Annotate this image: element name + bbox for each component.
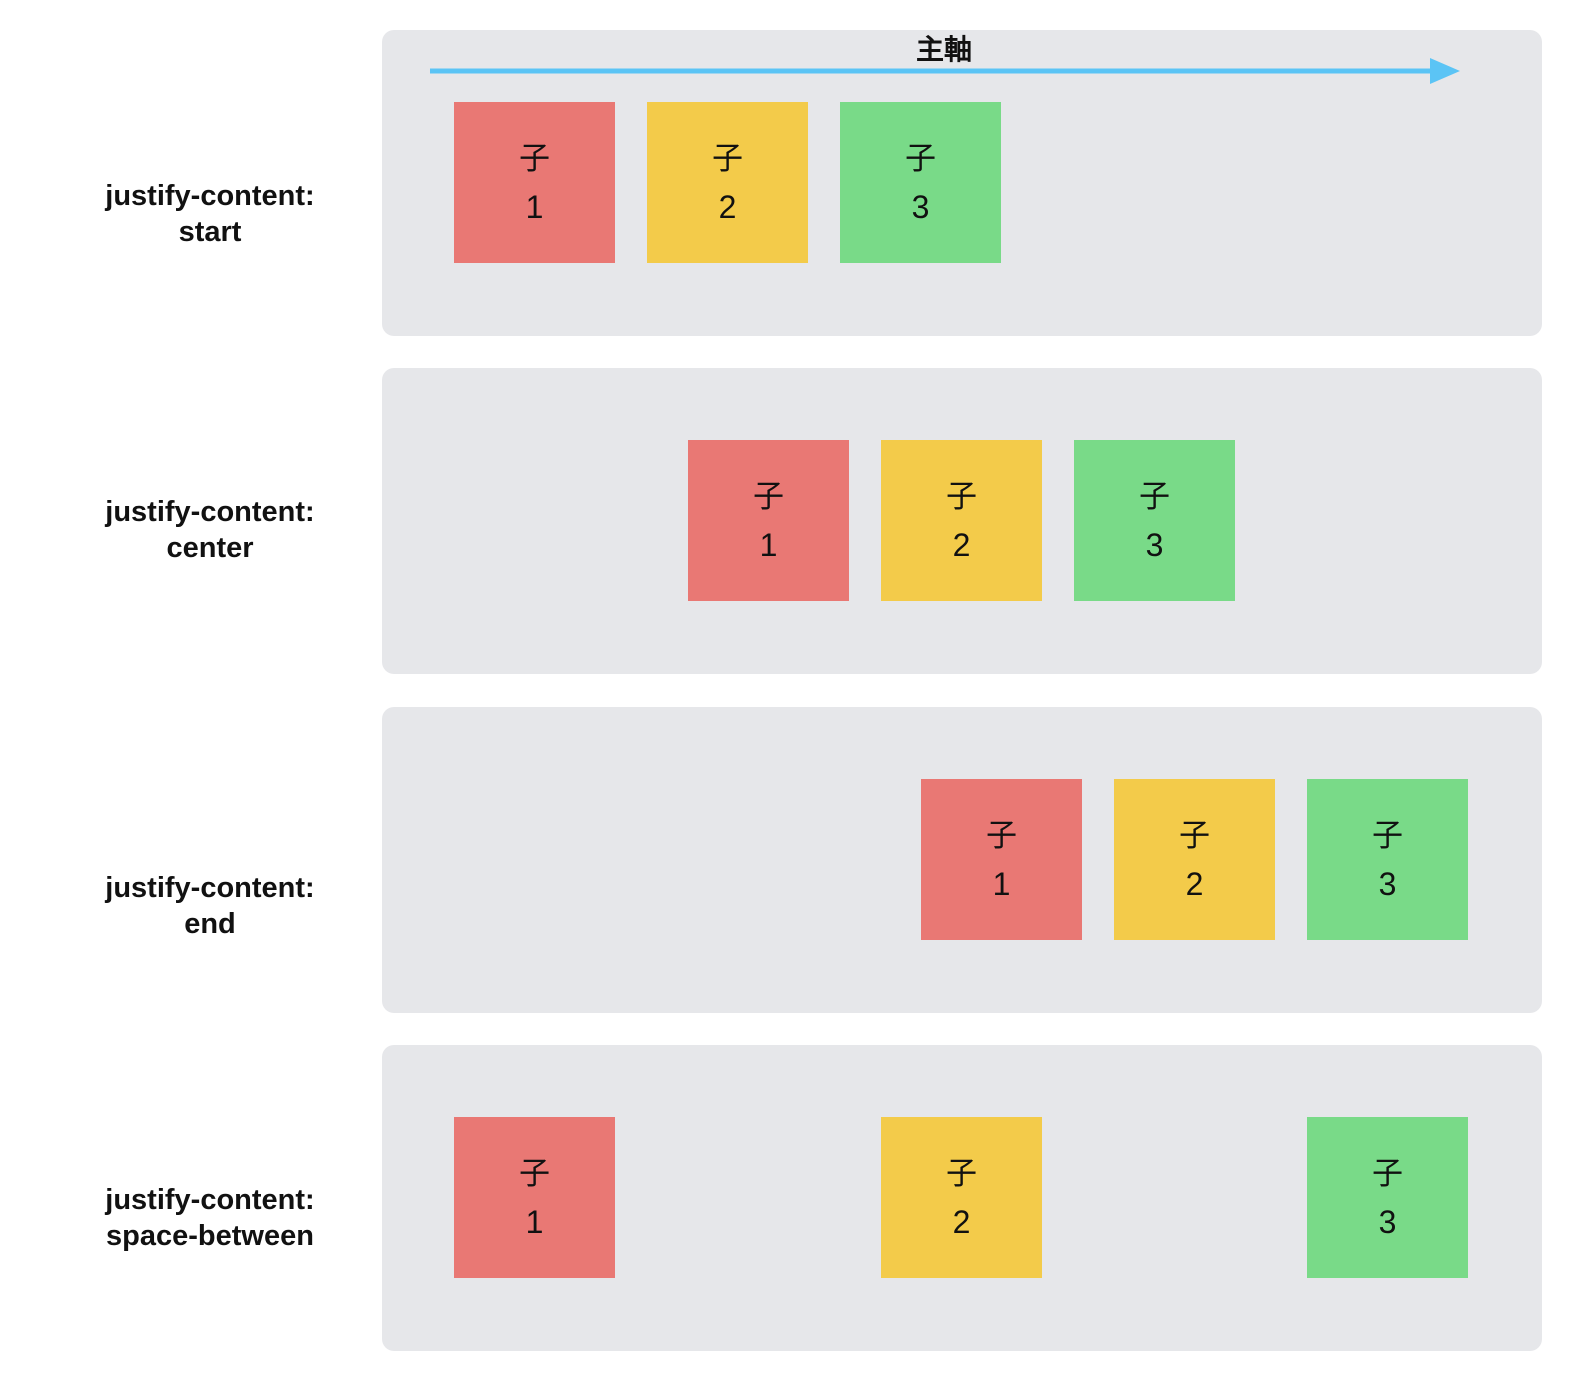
child-box-1: 子 1	[454, 1117, 615, 1278]
child-label: 子	[1372, 1155, 1403, 1192]
child-number: 3	[1378, 1203, 1397, 1240]
row-label-property: justify-content:	[105, 1184, 315, 1216]
child-number: 2	[1185, 865, 1204, 902]
child-box-3: 子 3	[1307, 1117, 1468, 1278]
child-label: 子	[519, 1155, 550, 1192]
child-label: 子	[946, 1155, 977, 1192]
flex-container-end: 子 1 子 2 子 3	[382, 707, 1542, 1013]
row-label-start: justify-content: start	[40, 178, 380, 250]
child-number: 3	[911, 188, 930, 225]
child-box-2: 子 2	[1114, 779, 1275, 940]
child-label: 子	[1179, 817, 1210, 854]
row-label-value: space-between	[106, 1220, 314, 1252]
flex-container-space-between: 子 1 子 2 子 3	[382, 1045, 1542, 1351]
child-box-3: 子 3	[1074, 440, 1235, 601]
row-label-property: justify-content:	[105, 496, 315, 528]
child-number: 3	[1145, 526, 1164, 563]
child-number: 1	[525, 1203, 544, 1240]
child-box-2: 子 2	[881, 1117, 1042, 1278]
main-axis-arrow-icon	[430, 58, 1460, 84]
child-label: 子	[712, 140, 743, 177]
row-label-value: end	[184, 908, 236, 940]
child-number: 3	[1378, 865, 1397, 902]
child-box-2: 子 2	[881, 440, 1042, 601]
child-number: 2	[718, 188, 737, 225]
child-box-1: 子 1	[921, 779, 1082, 940]
child-box-3: 子 3	[1307, 779, 1468, 940]
child-label: 子	[753, 478, 784, 515]
child-box-1: 子 1	[688, 440, 849, 601]
row-label-value: center	[166, 532, 254, 564]
child-label: 子	[986, 817, 1017, 854]
row-label-property: justify-content:	[105, 872, 315, 904]
child-label: 子	[519, 140, 550, 177]
child-label: 子	[1372, 817, 1403, 854]
row-label-value: start	[178, 216, 242, 248]
row-label-center: justify-content: center	[40, 494, 380, 566]
row-label-end: justify-content: end	[40, 870, 380, 942]
child-box-1: 子 1	[454, 102, 615, 263]
child-number: 1	[759, 526, 778, 563]
flex-container-start: 子 1 子 2 子 3	[382, 30, 1542, 336]
child-label: 子	[1139, 478, 1170, 515]
child-label: 子	[946, 478, 977, 515]
main-axis-label: 主軸	[916, 33, 973, 66]
child-label: 子	[905, 140, 936, 177]
child-box-3: 子 3	[840, 102, 1001, 263]
child-number: 2	[952, 1203, 971, 1240]
row-label-property: justify-content:	[105, 180, 315, 212]
child-number: 1	[525, 188, 544, 225]
child-number: 2	[952, 526, 971, 563]
child-box-2: 子 2	[647, 102, 808, 263]
child-number: 1	[992, 865, 1011, 902]
flex-container-center: 子 1 子 2 子 3	[382, 368, 1542, 674]
row-label-space-between: justify-content: space-between	[40, 1182, 380, 1254]
